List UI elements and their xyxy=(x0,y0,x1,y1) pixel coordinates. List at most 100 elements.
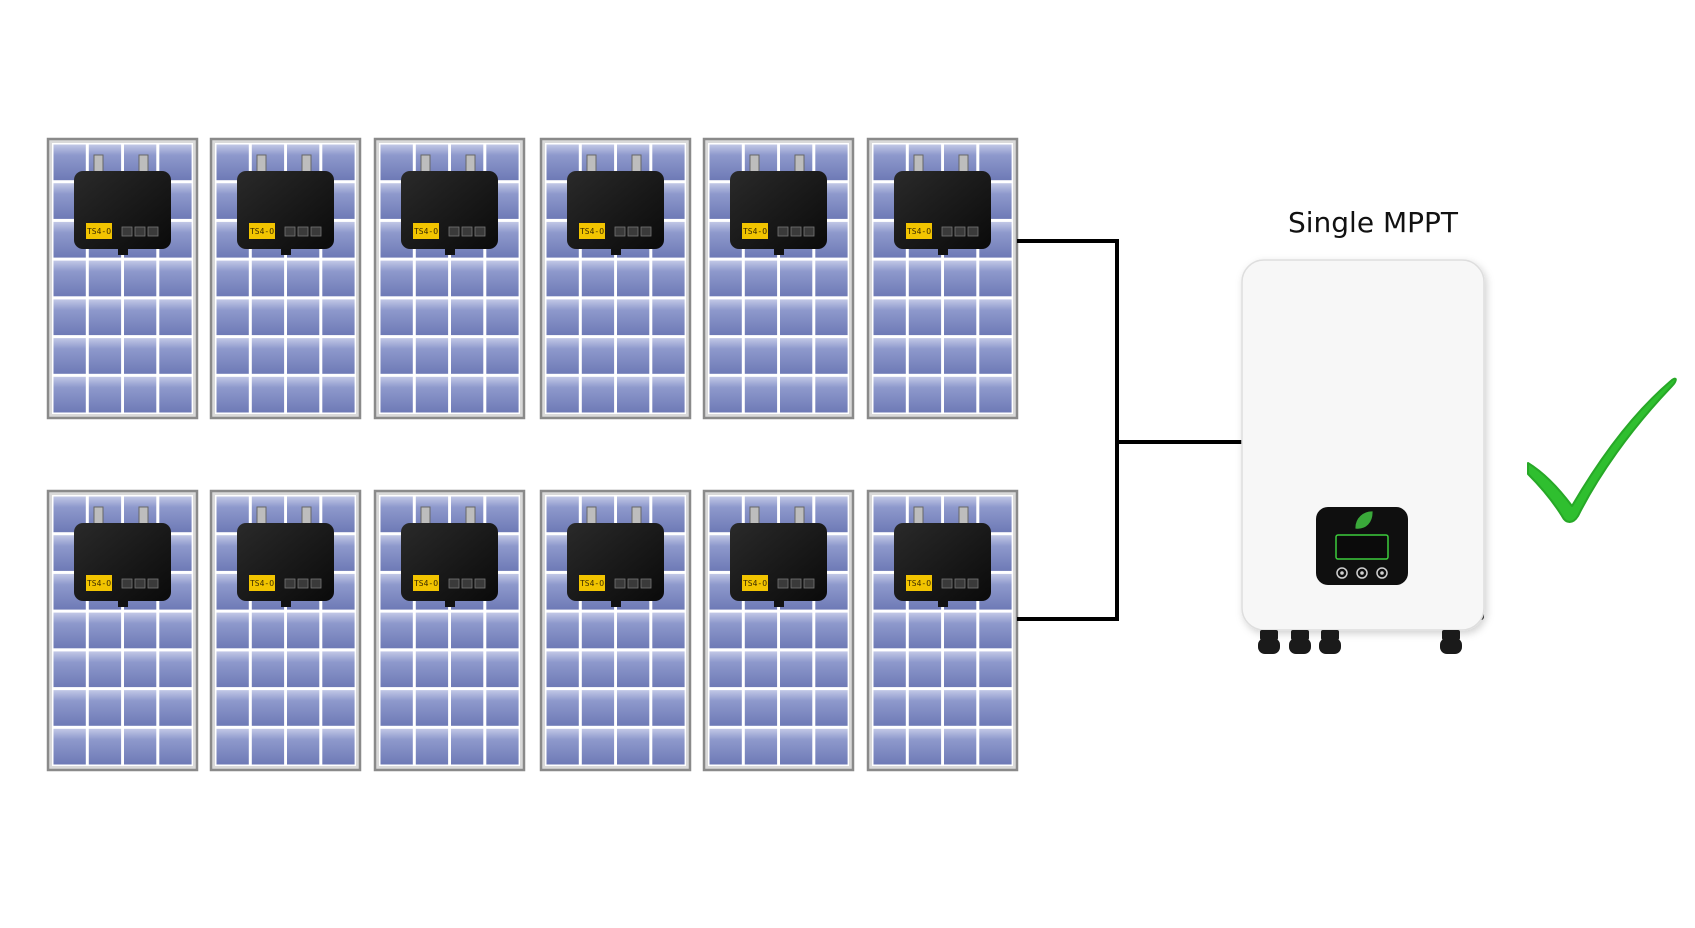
top-string-wire xyxy=(1017,239,1119,621)
solar-cell xyxy=(617,338,650,374)
solar-cell xyxy=(124,612,157,649)
solar-cell xyxy=(251,299,285,336)
junction-box-tag-text: TS4-O xyxy=(580,579,604,588)
solar-cell xyxy=(216,612,249,649)
junction-box-tag-text: TS4-O xyxy=(87,227,111,236)
solar-cell xyxy=(159,612,192,649)
solar-cell xyxy=(53,376,86,413)
solar-cell xyxy=(486,728,519,765)
solar-cell xyxy=(780,612,813,649)
junction-box-tag-text: TS4-O xyxy=(87,579,111,588)
solar-cell xyxy=(617,376,650,413)
solar-cell xyxy=(815,728,848,765)
solar-cell xyxy=(287,338,320,374)
solar-cell xyxy=(451,651,484,688)
junction-box: TS4-O xyxy=(74,506,171,607)
inverter-button-1[interactable] xyxy=(1336,567,1348,579)
junction-box-tag xyxy=(579,223,605,239)
solar-panel: TS4-O xyxy=(209,137,362,420)
connector xyxy=(1258,630,1280,654)
solar-cell xyxy=(581,338,615,374)
solar-cell xyxy=(581,651,615,688)
solar-cell xyxy=(322,728,355,765)
solar-cell xyxy=(88,651,122,688)
junction-box: TS4-O xyxy=(74,154,171,255)
solar-cell xyxy=(873,338,906,374)
solar-cell xyxy=(744,338,778,374)
solar-cell xyxy=(53,338,86,374)
solar-cell xyxy=(322,690,355,726)
solar-cell xyxy=(979,376,1012,413)
solar-cell xyxy=(652,651,685,688)
solar-cell xyxy=(744,376,778,413)
solar-cell xyxy=(53,728,86,765)
solar-cell xyxy=(124,299,157,336)
solar-cell xyxy=(159,299,192,336)
solar-cell xyxy=(944,376,977,413)
solar-cell xyxy=(124,728,157,765)
solar-cell xyxy=(873,260,906,297)
solar-cell xyxy=(53,299,86,336)
solar-cell xyxy=(908,612,942,649)
solar-cell xyxy=(124,690,157,726)
junction-box-tag xyxy=(86,575,112,591)
solar-cell xyxy=(617,260,650,297)
solar-panel: TS4-O xyxy=(539,137,692,420)
solar-cell xyxy=(709,260,742,297)
solar-cell xyxy=(780,728,813,765)
solar-cell xyxy=(709,338,742,374)
solar-cell xyxy=(380,690,413,726)
solar-panel: TS4-O xyxy=(209,489,362,772)
solar-cell xyxy=(451,728,484,765)
solar-cell xyxy=(380,299,413,336)
solar-cell xyxy=(581,376,615,413)
solar-cell xyxy=(617,651,650,688)
solar-cell xyxy=(216,338,249,374)
solar-cell xyxy=(322,651,355,688)
solar-cell xyxy=(944,690,977,726)
solar-cell xyxy=(88,260,122,297)
solar-cell xyxy=(159,338,192,374)
solar-cell xyxy=(486,260,519,297)
solar-cell xyxy=(216,299,249,336)
solar-cell xyxy=(709,612,742,649)
inverter-button-3[interactable] xyxy=(1376,567,1388,579)
solar-cell xyxy=(159,260,192,297)
solar-cell xyxy=(287,260,320,297)
solar-cell xyxy=(287,690,320,726)
solar-cell xyxy=(908,338,942,374)
solar-cell xyxy=(581,612,615,649)
solar-cell xyxy=(780,299,813,336)
checkmark-icon xyxy=(1527,377,1677,523)
solar-cell xyxy=(581,260,615,297)
solar-cell xyxy=(159,376,192,413)
junction-box-tag xyxy=(579,575,605,591)
solar-cell xyxy=(908,728,942,765)
solar-cell xyxy=(908,690,942,726)
solar-cell xyxy=(380,260,413,297)
junction-box-tag xyxy=(906,575,932,591)
connector xyxy=(1440,630,1462,654)
solar-cell xyxy=(486,690,519,726)
solar-cell xyxy=(944,612,977,649)
solar-cell xyxy=(124,260,157,297)
solar-cell xyxy=(380,612,413,649)
solar-cell xyxy=(53,260,86,297)
junction-box-tag xyxy=(249,575,275,591)
solar-cell xyxy=(415,690,449,726)
solar-cell xyxy=(486,651,519,688)
solar-panel: TS4-O xyxy=(702,489,855,772)
inverter-button-2[interactable] xyxy=(1356,567,1368,579)
solar-cell xyxy=(486,376,519,413)
leaf-icon xyxy=(1355,511,1373,529)
solar-cell xyxy=(546,338,579,374)
solar-cell xyxy=(944,651,977,688)
junction-box-tag-text: TS4-O xyxy=(907,579,931,588)
junction-box: TS4-O xyxy=(237,154,334,255)
solar-cell xyxy=(944,338,977,374)
solar-cell xyxy=(979,612,1012,649)
solar-cell xyxy=(88,612,122,649)
solar-cell xyxy=(873,299,906,336)
solar-cell xyxy=(873,651,906,688)
